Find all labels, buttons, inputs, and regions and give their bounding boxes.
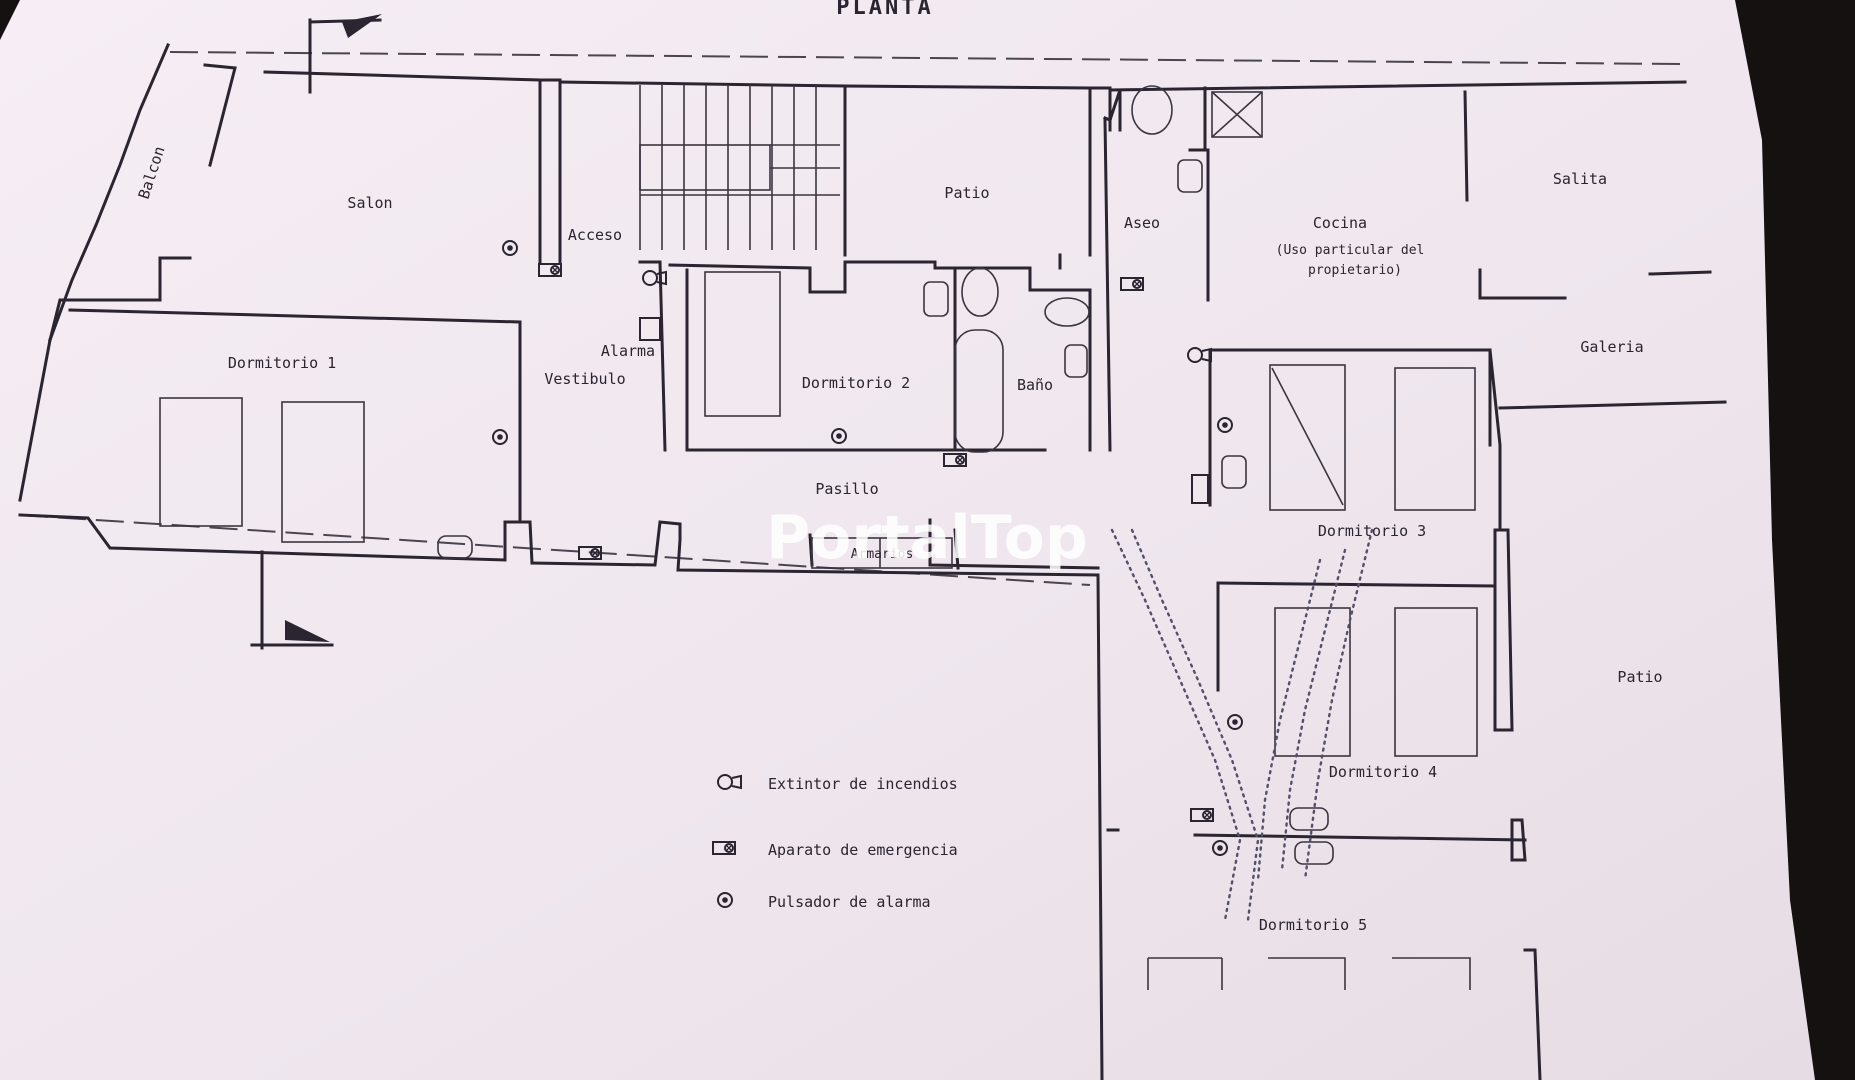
section-arrow-icon (308, 14, 382, 94)
room-label-cocina: Cocina (1313, 214, 1367, 232)
legend-aparato: Aparato de emergencia (768, 841, 958, 859)
room-label-salon: Salon (347, 194, 392, 212)
room-label-armarios: Armarios (851, 547, 914, 562)
evacuation-route (1110, 528, 1374, 922)
watermark: PortalTop (766, 503, 1088, 573)
plan-title: PLANTA (836, 0, 933, 20)
room-label-vestibulo: Vestibulo (544, 370, 625, 388)
room-label-acceso: Acceso (568, 226, 622, 244)
room-label-aseo: Aseo (1124, 214, 1160, 232)
legend-pulsador: Pulsador de alarma (768, 893, 931, 911)
beds (159, 271, 1478, 757)
bathroom-fixtures (437, 85, 1334, 865)
emergency-device-icon (1191, 474, 1209, 504)
legend: Extintor de incendios Aparato de emergen… (712, 774, 958, 911)
cocina-note-line-2: propietario) (1308, 263, 1402, 278)
room-label-bano: Baño (1017, 376, 1053, 394)
room-label-patio-2: Patio (1617, 668, 1662, 686)
room-label-salita: Salita (1553, 170, 1607, 188)
room-label-dormitorio-4: Dormitorio 4 (1329, 763, 1437, 781)
stairs (639, 85, 840, 250)
section-arrow-icon (250, 550, 334, 650)
room-label-pasillo: Pasillo (815, 480, 878, 498)
alarm-panel-icon (639, 317, 661, 341)
room-label-patio: Patio (944, 184, 989, 202)
room-label-dormitorio-1: Dormitorio 1 (228, 354, 336, 372)
cocina-note-line-1: (Uso particular del (1276, 243, 1425, 258)
room-label-dormitorio-2: Dormitorio 2 (802, 374, 910, 392)
armarios-cabinets (811, 537, 1471, 990)
room-label-dormitorio-5: Dormitorio 5 (1259, 916, 1367, 934)
walls (18, 43, 1727, 1080)
paper-sheet (0, 0, 1815, 1080)
room-labels: Balcon Salon Acceso Patio Aseo Cocina (U… (135, 144, 1663, 934)
room-label-alarma: Alarma (601, 342, 655, 360)
room-label-dormitorio-3: Dormitorio 3 (1318, 522, 1426, 540)
room-label-galeria: Galeria (1580, 338, 1643, 356)
legend-extintor: Extintor de incendios (768, 775, 958, 793)
